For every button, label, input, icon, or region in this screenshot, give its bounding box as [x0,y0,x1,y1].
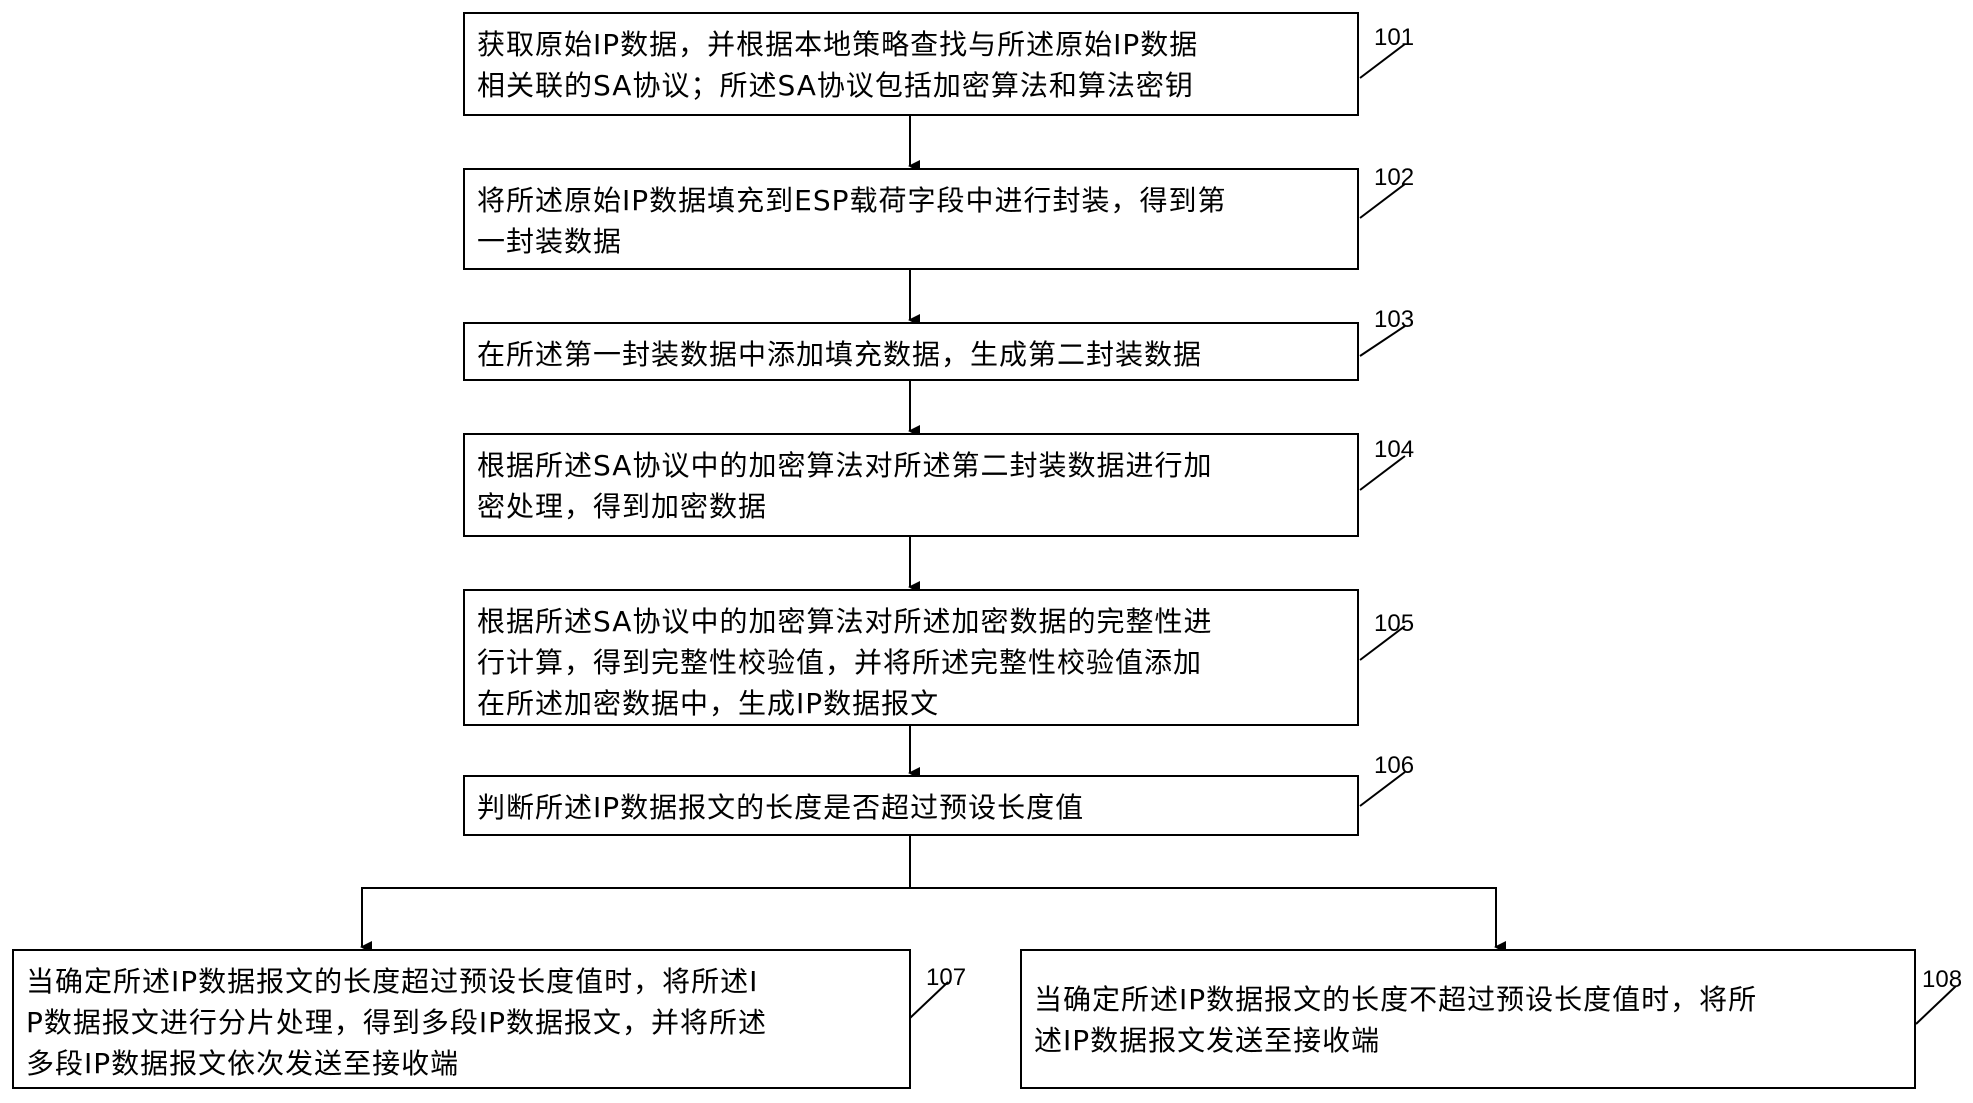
step-107-line-3: 多段IP数据报文依次发送至接收端 [26,1047,460,1080]
step-104-line-2: 密处理，得到加密数据 [477,490,768,523]
step-103-line-1: 在所述第一封装数据中添加填充数据，生成第二封装数据 [477,338,1203,371]
step-box-102: 将所述原始IP数据填充到ESP载荷字段中进行封装，得到第 一封装数据 [463,168,1359,270]
step-108-line-2: 述IP数据报文发送至接收端 [1034,1024,1381,1057]
branch-connector [360,836,911,953]
step-box-101: 获取原始IP数据，并根据本地策略查找与所述原始IP数据 相关联的SA协议；所述S… [463,12,1359,116]
step-label-107: 107 [926,964,967,991]
step-106-line-1: 判断所述IP数据报文的长度是否超过预设长度值 [477,791,1085,824]
leader-105 [1359,625,1406,661]
step-101-line-2: 相关联的SA协议；所述SA协议包括加密算法和算法密钥 [477,69,1194,102]
branch-connector-right [910,887,1506,953]
leader-101 [1359,43,1406,79]
step-label-103: 103 [1374,306,1415,333]
step-box-107: 当确定所述IP数据报文的长度超过预设长度值时，将所述I P数据报文进行分片处理，… [12,949,911,1089]
step-box-108: 当确定所述IP数据报文的长度不超过预设长度值时，将所 述IP数据报文发送至接收端 [1020,949,1916,1089]
leader-102 [1359,183,1406,219]
step-box-103: 在所述第一封装数据中添加填充数据，生成第二封装数据 [463,322,1359,381]
step-label-102: 102 [1374,164,1415,191]
step-107-line-2: P数据报文进行分片处理，得到多段IP数据报文，并将所述 [26,1006,768,1039]
leader-103 [1359,325,1406,357]
step-box-104: 根据所述SA协议中的加密算法对所述第二封装数据进行加 密处理，得到加密数据 [463,433,1359,537]
step-108-line-1: 当确定所述IP数据报文的长度不超过预设长度值时，将所 [1034,983,1758,1016]
step-label-105: 105 [1374,610,1415,637]
step-label-104: 104 [1374,436,1415,463]
step-105-line-3: 在所述加密数据中，生成IP数据报文 [477,687,940,720]
step-box-105: 根据所述SA协议中的加密算法对所述加密数据的完整性进 行计算，得到完整性校验值，… [463,589,1359,726]
step-102-line-1: 将所述原始IP数据填充到ESP载荷字段中进行封装，得到第 [477,184,1227,217]
step-101-line-1: 获取原始IP数据，并根据本地策略查找与所述原始IP数据 [477,28,1199,61]
step-107-line-1: 当确定所述IP数据报文的长度超过预设长度值时，将所述I [26,965,759,998]
leader-108 [1915,985,1957,1025]
step-label-108: 108 [1922,966,1963,993]
leader-104 [1359,455,1406,491]
step-105-line-2: 行计算，得到完整性校验值，并将所述完整性校验值添加 [477,646,1203,679]
step-label-101: 101 [1374,24,1415,51]
leader-107 [909,981,949,1019]
step-104-line-1: 根据所述SA协议中的加密算法对所述第二封装数据进行加 [477,449,1213,482]
step-box-106: 判断所述IP数据报文的长度是否超过预设长度值 [463,775,1359,836]
step-102-line-2: 一封装数据 [477,225,623,258]
step-label-106: 106 [1374,752,1415,779]
leader-106 [1359,771,1406,807]
step-105-line-1: 根据所述SA协议中的加密算法对所述加密数据的完整性进 [477,605,1213,638]
